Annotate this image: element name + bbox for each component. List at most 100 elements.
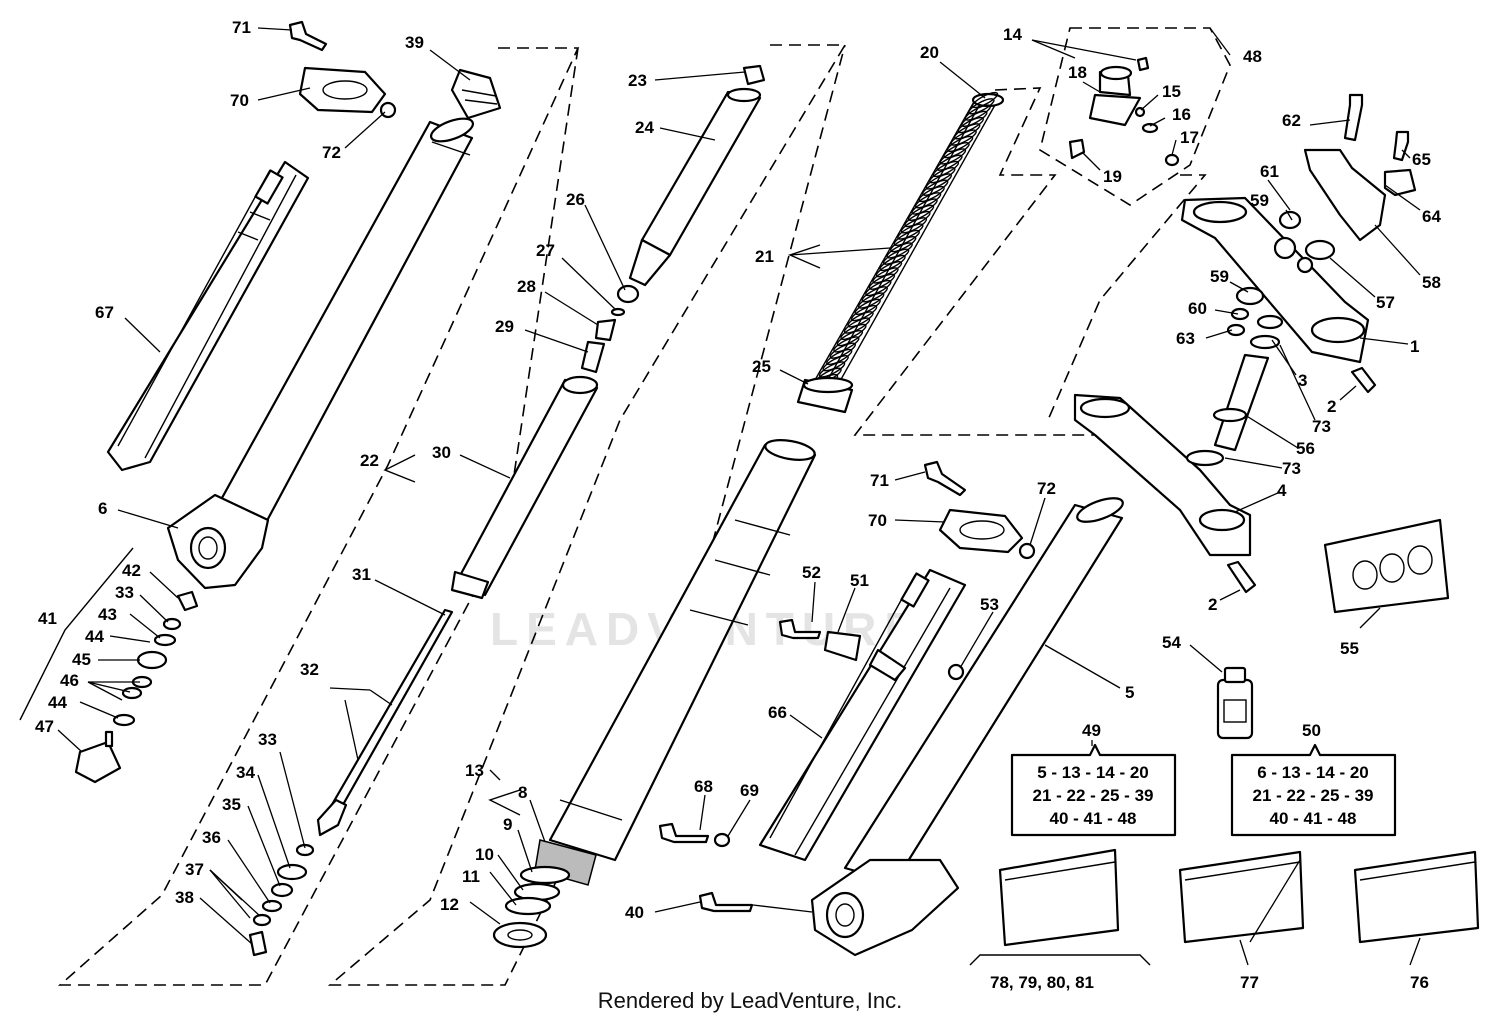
footer-credit: Rendered by LeadVenture, Inc. xyxy=(597,988,903,1013)
damper-adjuster-stack[interactable] xyxy=(74,590,199,784)
handlebar-holder-58-64[interactable] xyxy=(1303,148,1417,242)
callout-16: 16 xyxy=(1172,105,1191,124)
nut-53[interactable] xyxy=(947,663,965,681)
callout-1: 1 xyxy=(1410,337,1419,356)
callout-11: 11 xyxy=(462,867,480,886)
fork-cap-assembly[interactable] xyxy=(1068,56,1180,167)
decal-77[interactable] xyxy=(1178,850,1305,944)
callout-4: 4 xyxy=(1277,481,1287,500)
cap-23[interactable] xyxy=(742,64,766,86)
callout-72: 72 xyxy=(322,143,341,162)
callout-71b: 71 xyxy=(870,471,889,490)
bushings-59-63[interactable] xyxy=(1226,210,1336,337)
callout-12: 12 xyxy=(440,895,459,914)
bushing-stack-26-29[interactable] xyxy=(580,284,640,374)
axle-bolt-40[interactable] xyxy=(698,891,754,913)
callout-42: 42 xyxy=(122,561,141,580)
nut-72-top[interactable] xyxy=(379,101,397,119)
outer-tube-left[interactable] xyxy=(210,114,476,532)
callout-54: 54 xyxy=(1162,633,1181,652)
callout-21: 21 xyxy=(755,247,774,266)
kit-49-line-3: 40 - 41 - 48 xyxy=(1050,809,1137,828)
callout-63: 63 xyxy=(1176,329,1195,348)
bolts-2[interactable] xyxy=(1226,366,1377,594)
bolt-71-right[interactable] xyxy=(923,460,967,497)
bracket-78-81 xyxy=(969,954,1151,966)
callout-32: 32 xyxy=(300,660,319,679)
piston-rod-30[interactable] xyxy=(450,375,599,600)
callout-51: 51 xyxy=(850,571,869,590)
leader-lines xyxy=(57,27,1421,966)
seal-stack-8-12[interactable] xyxy=(492,839,597,949)
callout-8: 8 xyxy=(518,783,527,802)
bolt-65[interactable] xyxy=(1392,130,1410,162)
bolt-62[interactable] xyxy=(1343,93,1364,142)
decal-78-81[interactable] xyxy=(998,848,1120,947)
callout-72b: 72 xyxy=(1037,479,1056,498)
pinch-clamp-left[interactable] xyxy=(298,66,387,114)
bolt-52[interactable] xyxy=(778,618,822,640)
callout-64: 64 xyxy=(1422,207,1441,226)
kit-50-line-3: 40 - 41 - 48 xyxy=(1270,809,1357,828)
callout-9: 9 xyxy=(503,815,512,834)
cartridge-22-outline xyxy=(57,47,580,986)
decal-55[interactable] xyxy=(1323,518,1450,614)
fork-cap-left[interactable] xyxy=(450,68,502,120)
axle-holder-left[interactable] xyxy=(166,493,270,590)
spring-coils xyxy=(811,91,999,391)
callout-37: 37 xyxy=(185,860,204,879)
axle-holder-right[interactable] xyxy=(810,858,960,957)
callout-58: 58 xyxy=(1422,273,1441,292)
fork-guard-left[interactable] xyxy=(106,160,310,472)
fork-oil-bottle-54[interactable] xyxy=(1216,666,1254,740)
kit-50-line-2: 21 - 22 - 25 - 39 xyxy=(1253,786,1374,805)
callout-62: 62 xyxy=(1282,111,1301,130)
callout-53: 53 xyxy=(980,595,999,614)
callout-46: 46 xyxy=(60,671,79,690)
callout-2b: 2 xyxy=(1208,595,1217,614)
inner-tube-13[interactable] xyxy=(548,437,817,862)
callout-30: 30 xyxy=(432,443,451,462)
kit-49-line-1: 5 - 13 - 14 - 20 xyxy=(1037,763,1149,782)
callout-69: 69 xyxy=(740,781,759,800)
decal-76[interactable] xyxy=(1353,850,1480,944)
callout-41: 41 xyxy=(38,609,57,628)
callout-59a: 59 xyxy=(1250,191,1269,210)
bolt-68-washer-69[interactable] xyxy=(658,822,731,848)
spacer-25[interactable] xyxy=(796,376,854,414)
callout-34: 34 xyxy=(236,763,255,782)
callout-10: 10 xyxy=(475,845,494,864)
steering-stem-4[interactable] xyxy=(1073,314,1284,557)
callout-29: 29 xyxy=(495,317,514,336)
callout-50: 50 xyxy=(1302,721,1321,740)
upper-triple-clamp[interactable] xyxy=(1180,196,1370,364)
callout-57: 57 xyxy=(1376,293,1395,312)
callout-33a: 33 xyxy=(115,583,134,602)
callout-59b: 59 xyxy=(1210,267,1229,286)
callout-73a: 73 xyxy=(1312,417,1331,436)
damper-rod-assembly[interactable] xyxy=(248,608,454,957)
callout-36: 36 xyxy=(202,828,221,847)
nut-72-right[interactable] xyxy=(1018,542,1036,560)
bracket-41 xyxy=(19,547,134,721)
callout-60: 60 xyxy=(1188,299,1207,318)
callouts: 71 70 72 39 67 6 42 33 41 43 44 45 46 44… xyxy=(35,18,1441,992)
callout-17: 17 xyxy=(1180,128,1199,147)
damper-cartridge-24[interactable] xyxy=(628,87,762,287)
pinch-clamp-70-right[interactable] xyxy=(938,508,1024,554)
callout-70: 70 xyxy=(230,91,249,110)
brake-hose-guide-51[interactable] xyxy=(823,630,907,682)
callout-52: 52 xyxy=(802,563,821,582)
callout-23: 23 xyxy=(628,71,647,90)
callout-27: 27 xyxy=(536,241,555,260)
callout-22: 22 xyxy=(360,451,379,470)
spring-21-outline xyxy=(853,87,1100,436)
fork-guard-66[interactable] xyxy=(758,568,967,862)
callout-31: 31 xyxy=(352,565,371,584)
callout-70b: 70 xyxy=(868,511,887,530)
bolt-71-top[interactable] xyxy=(288,20,328,52)
callout-28: 28 xyxy=(517,277,536,296)
callout-39: 39 xyxy=(405,33,424,52)
callout-71: 71 xyxy=(232,18,251,37)
